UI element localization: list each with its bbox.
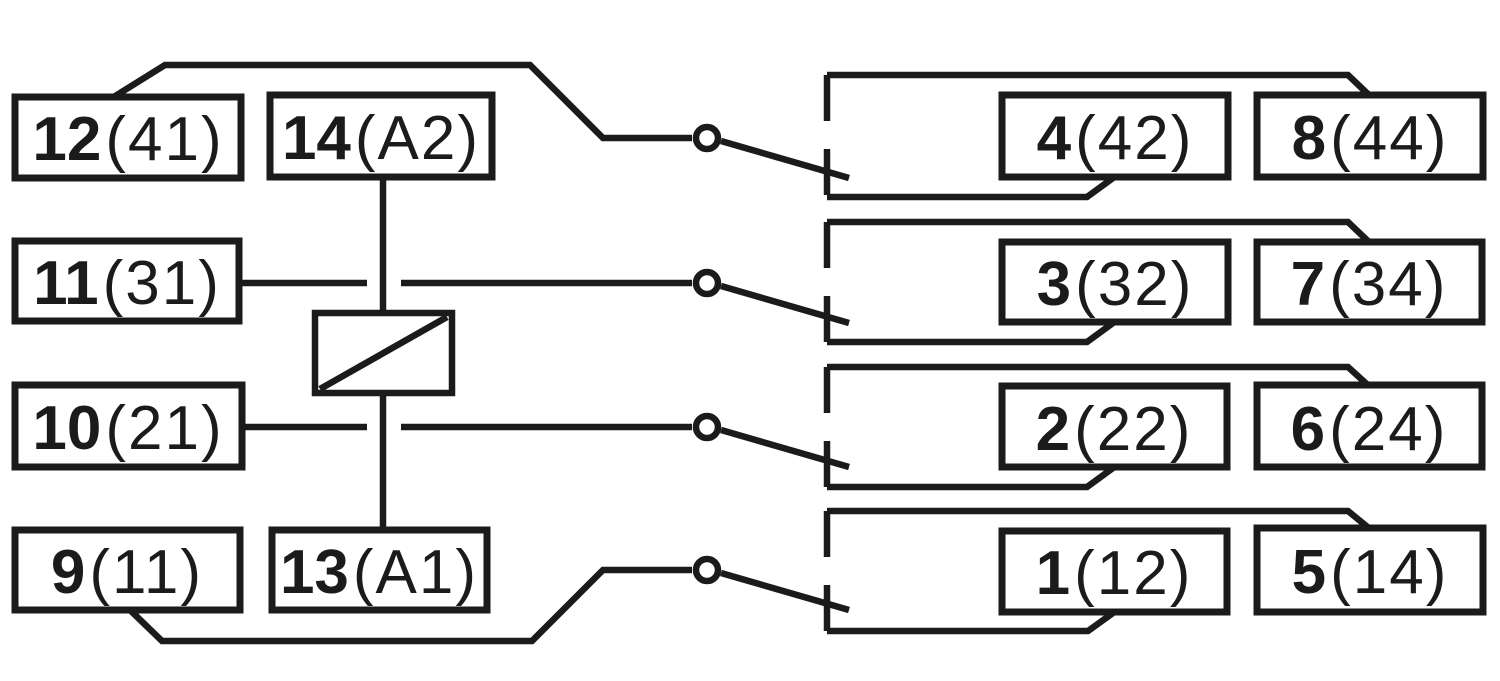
terminal-label-1: 1(12) bbox=[1036, 539, 1193, 608]
terminal-label-2: 2(22) bbox=[1036, 395, 1193, 464]
wire-pole3-nc-branch bbox=[827, 465, 1115, 491]
terminal-label-4: 4(42) bbox=[1037, 104, 1194, 173]
wire-pole1-nc-branch bbox=[827, 175, 1115, 201]
terminal-label-12: 12(41) bbox=[32, 105, 223, 174]
terminal-box-5: 5(14) bbox=[1253, 524, 1487, 616]
terminal-box-14: 14(A2) bbox=[266, 91, 496, 181]
wire-pole1-no-branch bbox=[827, 71, 1373, 99]
pivot-circle-pole4 bbox=[692, 555, 722, 585]
coil-slash bbox=[318, 314, 449, 392]
wire-pole4-common bbox=[127, 566, 692, 645]
wires bbox=[110, 61, 1373, 645]
terminal-box-6: 6(24) bbox=[1253, 381, 1486, 471]
terminal-label-13: 13(A1) bbox=[280, 538, 478, 607]
terminal-box-13: 13(A1) bbox=[268, 526, 491, 614]
terminal-box-3: 3(32) bbox=[998, 238, 1232, 326]
terminal-label-6: 6(24) bbox=[1291, 395, 1448, 464]
terminal-box-8: 8(44) bbox=[1253, 91, 1487, 181]
wire-pole1-common bbox=[110, 61, 692, 142]
pivot-circle-pole2 bbox=[692, 268, 722, 298]
terminal-label-10: 10(21) bbox=[32, 394, 223, 463]
pivot-circle-pole3 bbox=[692, 412, 722, 442]
pivot-circle-pole1 bbox=[692, 123, 722, 153]
wire-pole4-no-branch bbox=[827, 507, 1373, 532]
terminal-label-11: 11(31) bbox=[33, 249, 221, 318]
switch-pivots bbox=[692, 123, 722, 585]
terminal-box-11: 11(31) bbox=[11, 237, 243, 325]
wire-pole3-no-branch bbox=[827, 363, 1373, 390]
terminal-label-5: 5(14) bbox=[1292, 538, 1449, 607]
wire-pole2-no-branch bbox=[827, 218, 1373, 246]
terminal-label-7: 7(34) bbox=[1291, 250, 1448, 319]
wire-pole4-nc-branch bbox=[827, 610, 1115, 635]
relay-coil-symbol bbox=[311, 309, 456, 397]
terminal-label-9: 9(11) bbox=[51, 538, 203, 607]
terminal-box-9: 9(11) bbox=[11, 526, 244, 614]
terminal-box-10: 10(21) bbox=[11, 381, 246, 471]
terminal-box-4: 4(42) bbox=[998, 91, 1232, 181]
terminal-box-1: 1(12) bbox=[998, 527, 1231, 616]
terminal-box-12: 12(41) bbox=[11, 93, 245, 182]
terminal-label-14: 14(A2) bbox=[282, 104, 480, 173]
terminal-label-3: 3(32) bbox=[1037, 250, 1194, 319]
wire-pole2-nc-branch bbox=[827, 320, 1115, 346]
terminal-box-7: 7(34) bbox=[1253, 238, 1486, 326]
terminal-box-2: 2(22) bbox=[998, 382, 1231, 471]
terminal-label-8: 8(44) bbox=[1292, 104, 1449, 173]
